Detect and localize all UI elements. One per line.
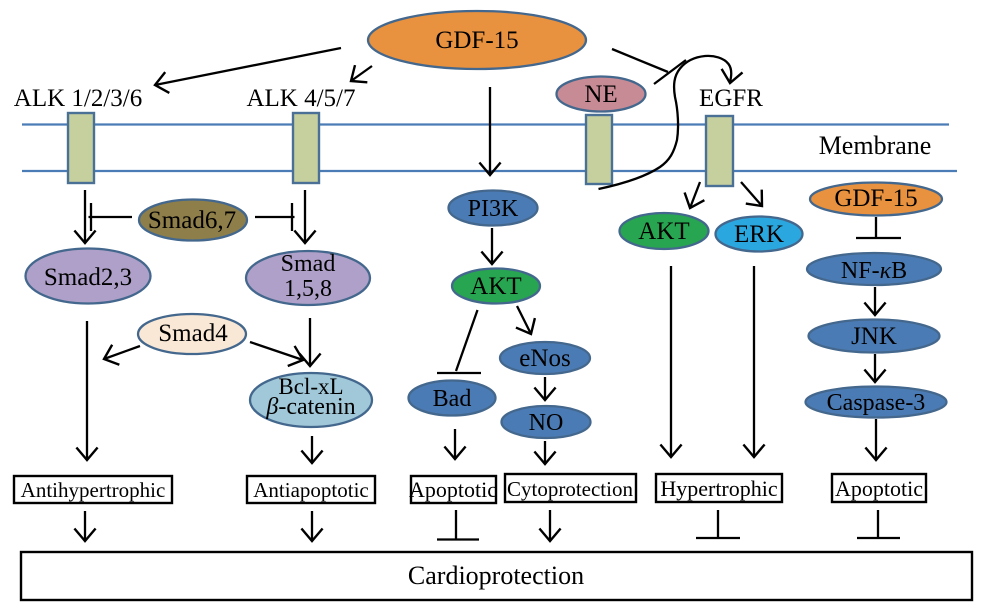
svg-text:Caspase-3: Caspase-3 (827, 390, 926, 416)
svg-text:Cytoprotection: Cytoprotection (507, 477, 633, 501)
svg-text:EGFR: EGFR (699, 85, 763, 112)
svg-text:Bad: Bad (433, 386, 472, 412)
svg-text:Cardioprotection: Cardioprotection (408, 561, 584, 590)
svg-text:β-catenin: β-catenin (265, 394, 355, 420)
svg-text:Apoptotic: Apoptotic (835, 476, 923, 501)
svg-text:NF-κB: NF-κB (841, 258, 907, 284)
svg-text:JNK: JNK (851, 323, 897, 350)
svg-text:GDF-15: GDF-15 (834, 185, 917, 212)
svg-text:1,5,8: 1,5,8 (284, 276, 332, 302)
svg-text:Apoptotic: Apoptotic (409, 477, 497, 502)
svg-text:Smad6,7: Smad6,7 (148, 207, 236, 234)
svg-text:eNos: eNos (519, 345, 570, 372)
svg-text:PI3K: PI3K (468, 196, 519, 222)
svg-text:Hypertrophic: Hypertrophic (660, 476, 778, 501)
svg-text:ALK 1/2/3/6: ALK 1/2/3/6 (14, 85, 142, 112)
svg-text:Smad: Smad (281, 251, 336, 277)
svg-text:NO: NO (529, 410, 564, 436)
svg-text:Antihypertrophic: Antihypertrophic (21, 478, 166, 502)
svg-text:Bcl-xL: Bcl-xL (278, 374, 343, 399)
svg-text:ALK 4/5/7: ALK 4/5/7 (246, 85, 355, 112)
svg-text:AKT: AKT (470, 273, 521, 300)
svg-text:GDF-15: GDF-15 (435, 27, 518, 54)
svg-text:Membrane: Membrane (819, 131, 932, 160)
svg-text:AKT: AKT (638, 218, 689, 245)
svg-text:NE: NE (584, 81, 617, 108)
svg-text:Antiapoptotic: Antiapoptotic (253, 478, 368, 502)
svg-text:ERK: ERK (734, 221, 784, 248)
svg-text:Smad2,3: Smad2,3 (44, 264, 132, 291)
svg-text:Smad4: Smad4 (158, 320, 228, 347)
